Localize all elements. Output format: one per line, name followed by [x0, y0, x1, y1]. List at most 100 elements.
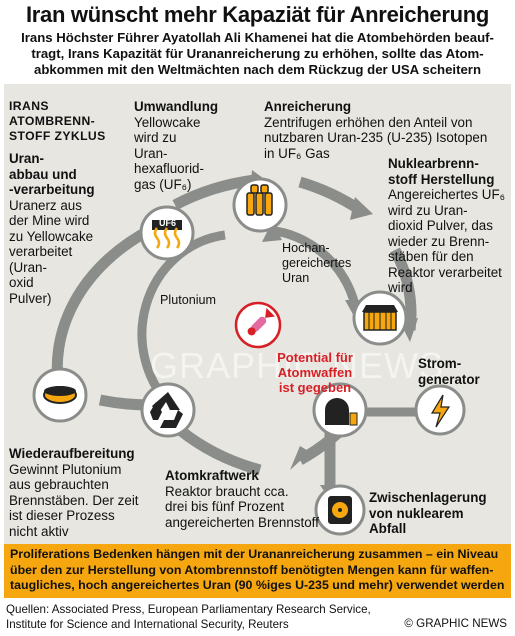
stage-title: Umwandlung	[134, 99, 219, 114]
stage-body: hexafluorid-	[134, 161, 204, 176]
centrifuge-icon	[246, 184, 273, 216]
stage-body: wird	[388, 280, 413, 295]
sources-line: Quellen: Associated Press, European Parl…	[6, 603, 371, 616]
inner-label-line: Hochan-	[282, 241, 330, 255]
stage-title: stoff Herstellung	[388, 171, 495, 187]
conversion-node	[139, 205, 195, 261]
stage-body: aus gebrauchten	[9, 477, 109, 492]
inner-label-line: Uran	[282, 271, 310, 285]
gas-flame-icon	[153, 227, 181, 249]
cycle-heading-line: STOFF ZYKLUS	[9, 129, 106, 143]
inner-ring	[137, 225, 360, 414]
stage-body: Pulver)	[9, 290, 52, 306]
stage-body: nutzbaren Uran-235 (U-235) Isotopen	[264, 130, 488, 145]
stage-title: Anreicherung	[264, 99, 352, 114]
stage-title: Nuklearbrenn-	[388, 156, 479, 171]
stage-conversion-label: Umwandlung Yellowcake wird zu Uran- hexa…	[134, 99, 218, 192]
stage-title: Strom-	[418, 356, 462, 371]
stage-body: Gewinnt Plutonium	[9, 461, 122, 477]
enrichment-node	[232, 177, 288, 233]
stage-title: Abfall	[369, 521, 407, 536]
lightning-icon	[430, 394, 451, 428]
center-line: ist gegeben	[278, 380, 352, 395]
weapons-node	[234, 301, 282, 349]
uf6-icon-label: UF6	[159, 218, 177, 228]
weapons-potential-text: Potential für Atomwaffen ist gegeben	[255, 350, 375, 395]
stage-body: Uran-	[134, 145, 168, 161]
stage-title: generator	[418, 371, 480, 387]
stage-body: in UF₆ Gas	[264, 145, 330, 161]
stage-title: Wiederaufbereitung	[9, 446, 135, 461]
cycle-heading-line: ATOMBRENN-	[9, 114, 96, 128]
stage-body: ist dieser Prozess	[9, 508, 115, 523]
stage-body: drei bis fünf Prozent	[165, 499, 285, 514]
uf6-canister-icon	[152, 220, 182, 230]
page-subtitle: Irans Höchster Führer Ayatollah Ali Kham…	[6, 30, 509, 78]
generator-node	[414, 384, 466, 436]
stage-body: wieder zu Brenn-	[388, 233, 490, 249]
subtitle-line: tragt, Irans Kapazität für Urananreicher…	[31, 46, 484, 61]
waste-node	[314, 484, 366, 536]
copyright: © GRAPHIC NEWS	[404, 617, 507, 630]
stage-body: angereicherten Brennstoff	[165, 514, 319, 530]
stage-title: von nuklearem	[369, 505, 464, 521]
note-line: über den zur Herstellung von Atombrennst…	[10, 562, 494, 577]
stage-body: Reaktor verarbeitet	[388, 264, 502, 280]
stage-body: Angereichertes UF₆	[388, 187, 506, 202]
power-plant-node	[312, 382, 368, 438]
fuel-rod-top-icon	[362, 305, 398, 312]
note-line: Proliferations Bedenken hängen mit der U…	[10, 547, 499, 561]
stage-fuel-label: Nuklearbrenn- stoff Herstellung Angereic…	[388, 156, 505, 296]
stage-title: abbau und	[9, 166, 77, 182]
stage-generator-label: Strom- generator	[418, 356, 480, 387]
cycle-heading: IRANS ATOMBRENN- STOFF ZYKLUS	[9, 99, 106, 144]
stage-body: Zentrifugen erhöhen den Anteil von	[264, 114, 473, 130]
stage-body: verarbeitet	[9, 244, 73, 259]
recycle-icon	[150, 392, 183, 428]
stage-body: oxid	[9, 275, 34, 290]
stage-body: wird zu	[134, 130, 177, 145]
inner-label-line: gereichertes	[282, 256, 352, 270]
yellowcake-top-icon	[44, 386, 76, 396]
cycle-heading-line: IRANS	[9, 99, 49, 113]
center-line: Atomwaffen	[277, 365, 353, 380]
stage-title: Uran-	[9, 151, 44, 166]
plutonium-label: Plutonium	[160, 293, 217, 307]
stage-title: -verarbeitung	[9, 182, 95, 197]
stage-body: Reaktor braucht cca.	[165, 483, 289, 499]
stage-title: Atomkraftwerk	[165, 468, 259, 483]
stage-body: gas (UF₆)	[134, 176, 192, 192]
stage-body: zu Yellowcake	[9, 228, 94, 244]
sources: Quellen: Associated Press, European Parl…	[6, 602, 371, 632]
stage-body: dioxid Pulver, das	[388, 218, 493, 233]
stage-reprocessing-label: Wiederaufbereitung Gewinnt Plutonium aus…	[9, 446, 139, 539]
note-line: taugliches, hoch angereichertes Uran (90…	[10, 578, 505, 592]
reprocessing-node	[140, 382, 196, 438]
uranium-mining-node	[32, 367, 88, 423]
sources-line: Institute for Science and International …	[6, 618, 289, 631]
subtitle-line: Irans Höchster Führer Ayatollah Ali Kham…	[21, 30, 494, 45]
stage-title: Zwischenlagerung	[369, 490, 487, 505]
stage-waste-label: Zwischenlagerung von nuklearem Abfall	[369, 490, 487, 537]
watermark: GRAPHIC NEWS	[150, 345, 445, 386]
proliferation-note: Proliferations Bedenken hängen mit der U…	[4, 544, 511, 598]
stage-body: der Mine wird	[9, 213, 90, 228]
fuel-fabrication-node	[352, 290, 408, 346]
stage-plant-label: Atomkraftwerk Reaktor braucht cca. drei …	[165, 468, 319, 530]
power-plant-icon	[325, 398, 349, 425]
stage-body: Uranerz aus	[9, 197, 82, 213]
bomb-icon	[247, 308, 275, 336]
stage-body: wird zu Uran-	[388, 202, 468, 218]
stage-body: Yellowcake	[134, 114, 201, 130]
stage-mining-label: Uran- abbau und -verarbeitung Uranerz au…	[9, 151, 95, 306]
page-title: Iran wünscht mehr Kapaziät für Anreicher…	[25, 2, 490, 27]
inner-arrow-top	[262, 222, 282, 242]
stage-body: Brennstäben. Der zeit	[9, 492, 139, 508]
center-line: Potential für	[277, 350, 353, 365]
subtitle-line: abkommen mit den Weltmächten nach dem Rü…	[33, 62, 481, 77]
highly-enriched-label: Hochan- gereichertes Uran	[282, 241, 351, 286]
stage-body: nicht aktiv	[9, 523, 69, 539]
stage-enrichment-label: Anreicherung Zentrifugen erhöhen den Ant…	[264, 99, 487, 161]
stage-body: stäben für den	[388, 249, 474, 264]
